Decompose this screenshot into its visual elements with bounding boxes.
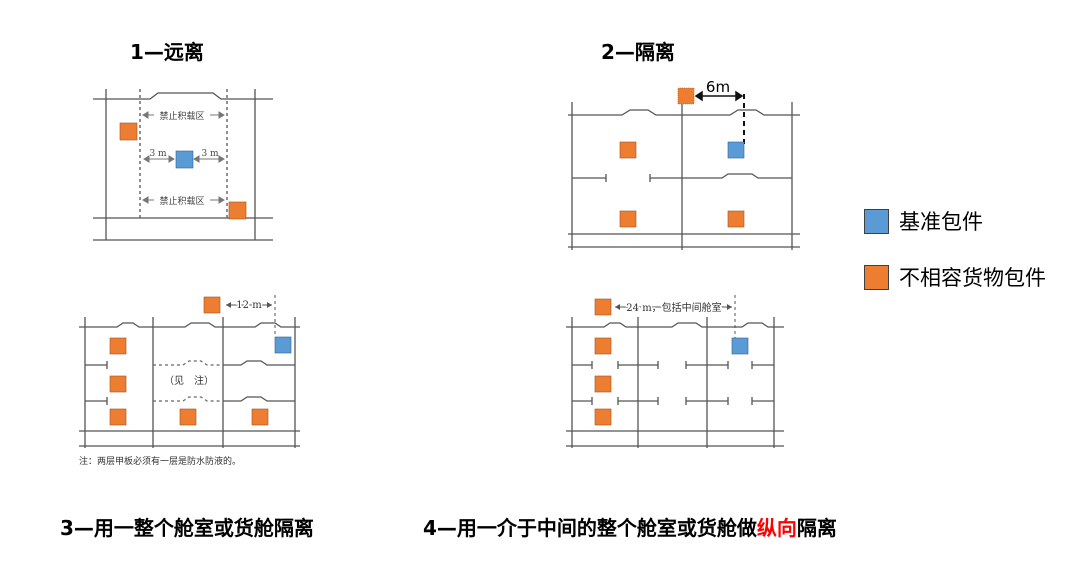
- incompatible-package: [594, 408, 612, 426]
- incompatible-package: [109, 375, 127, 393]
- panel1-diagram: 禁止积载区 禁止积载区 3 m 3 m: [93, 89, 273, 241]
- orange-square-icon: [864, 264, 889, 290]
- caption-4: 4—用一介于中间的整个舱室或货舱做纵向隔离: [423, 512, 837, 541]
- panel2-distance-label: 6m: [706, 78, 730, 96]
- caption-3: 3—用一整个舱室或货舱隔离: [60, 516, 314, 540]
- incompatible-package: [251, 408, 269, 426]
- panel3-distance-label: 12 m: [236, 300, 262, 311]
- incompatible-package: [619, 210, 637, 228]
- panel3-diagram: 12 m （见 注） 注：两层甲板必须有一层是防水防液的。: [79, 295, 300, 467]
- incompatible-package: [109, 408, 127, 426]
- panel1-zone-top-label: 禁止积载区: [159, 110, 204, 122]
- incompatible-package: [594, 298, 612, 316]
- panel1-dist-left-label: 3 m: [149, 149, 167, 159]
- base-package: [274, 336, 292, 354]
- caption-4-prefix: 4—用一介于中间的整个舱室或货舱做: [423, 516, 757, 540]
- base-package: [175, 150, 194, 169]
- incompatible-package: [109, 337, 127, 355]
- panel2-title: 2—隔离: [601, 40, 675, 64]
- upper-deck-line: [566, 322, 784, 328]
- incompatible-package: [228, 201, 247, 220]
- base-package: [731, 337, 749, 355]
- incompatible-package: [677, 87, 695, 105]
- panel3-footnote: 注：两层甲板必须有一层是防水防液的。: [79, 455, 241, 467]
- caption-4-suffix: 隔离: [796, 516, 837, 540]
- panel1-zone-bottom-label: 禁止积载区: [159, 195, 204, 207]
- panel4-diagram: 24 m，包括中间舱室: [566, 295, 784, 448]
- incompatible-package: [727, 210, 745, 228]
- upper-deck-line: [93, 92, 273, 100]
- blue-square-icon: [864, 208, 889, 234]
- panel4-distance-label: 24 m，包括中间舱室: [626, 301, 721, 314]
- panel3-note-label: （见 注）: [164, 374, 214, 387]
- upper-deck-line: [79, 322, 300, 328]
- incompatible-package: [203, 296, 221, 314]
- panel2-diagram: 6m: [568, 78, 800, 250]
- incompatible-package: [594, 337, 612, 355]
- incompatible-package: [179, 408, 197, 426]
- lower-deck-line: [572, 174, 607, 182]
- panel1-dist-right-label: 3 m: [201, 149, 219, 159]
- legend-label: 基准包件: [899, 210, 983, 234]
- panel1-title: 1—远离: [130, 40, 204, 64]
- caption-4-highlight: 纵向: [756, 516, 797, 540]
- incompatible-package: [119, 122, 138, 141]
- incompatible-package: [619, 141, 637, 159]
- legend-item-base: 基准包件: [864, 206, 983, 236]
- upper-deck-line: [568, 109, 800, 116]
- legend-label: 不相容货物包件: [899, 266, 1046, 290]
- base-package: [727, 141, 745, 159]
- legend-item-incompatible: 不相容货物包件: [864, 262, 1046, 292]
- incompatible-package: [594, 375, 612, 393]
